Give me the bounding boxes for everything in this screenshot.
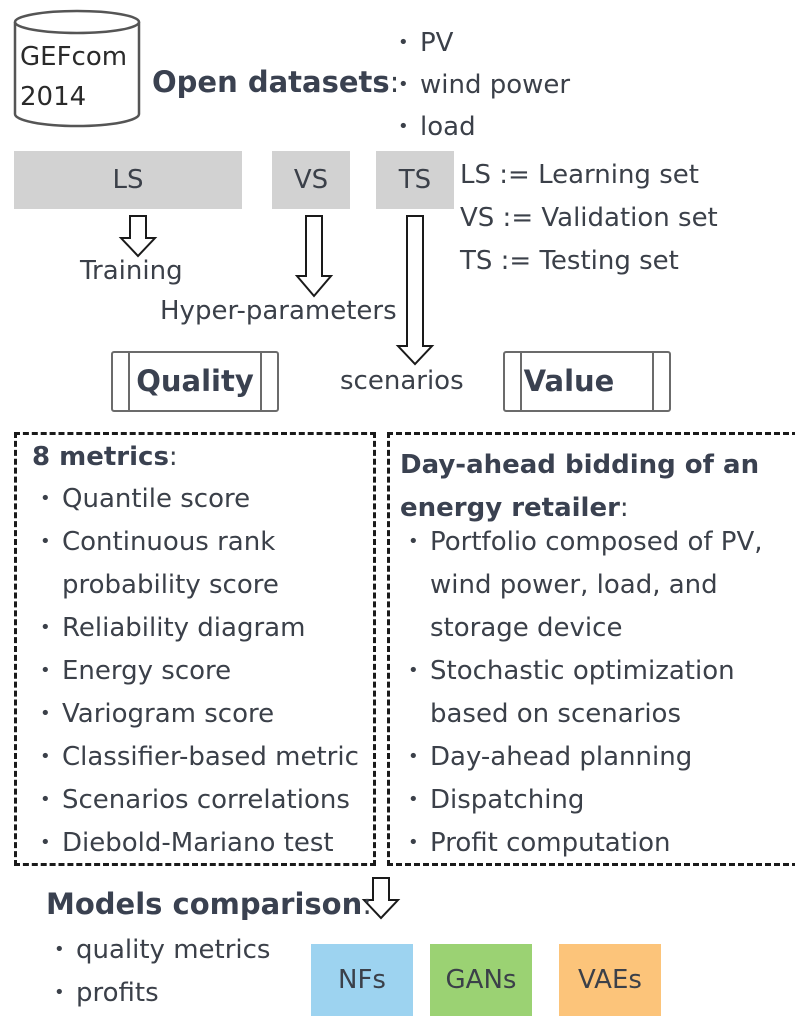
list-item: Profit computation [408,822,763,865]
list-item: Stochastic optimization [408,650,763,693]
cylinder-label-line2: 2014 [20,82,87,112]
list-item-continued: storage device [430,613,623,643]
legend-vs: VS := Validation set [460,203,718,233]
list-item: wind power [398,64,570,106]
scenarios-arrow-icon [395,215,435,366]
hyperparameters-label: Hyper-parameters [160,296,397,326]
list-item: Reliability diagram [40,607,359,650]
list-item: Portfolio composed of PV, [408,521,763,564]
list-item: Energy score [40,650,359,693]
hyperparameters-arrow-icon [294,215,334,298]
list-item: quality metrics [54,929,270,972]
scenarios-label: scenarios [340,366,464,396]
list-item: Continuous rank [40,521,359,564]
sets-legend: LS := Learning set VS := Validation set … [460,154,718,283]
list-item: Quantile score [40,478,359,521]
comparison-arrow-icon [361,877,401,920]
cylinder-label-line1: GEFcom [20,42,128,72]
list-item: Dispatching [408,779,763,822]
value-box: Value [503,351,671,412]
metrics-list: Quantile score Continuous rank probabili… [40,478,359,865]
list-item: Scenarios correlations [40,779,359,822]
list-item-continued: probability score [62,570,279,600]
training-label: Training [80,256,183,286]
list-item: Variogram score [40,693,359,736]
learning-set-box: LS [14,151,242,209]
model-vaes: VAEs [559,944,661,1016]
list-item: profits [54,972,270,1015]
model-gans: GANs [430,944,532,1016]
testing-set-box: TS [376,151,454,209]
list-item: load [398,106,570,148]
models-comparison-title: Models comparison: [46,887,373,921]
bidding-title: Day-ahead bidding of an energy retailer: [400,450,760,523]
list-item: PV [398,22,570,64]
database-cylinder-icon [13,9,141,128]
validation-set-box: VS [272,151,350,209]
legend-ts: TS := Testing set [460,246,679,276]
legend-ls: LS := Learning set [460,160,699,190]
list-item: Day-ahead planning [408,736,763,779]
list-item: Classifier-based metric [40,736,359,779]
quality-box: Quality [111,351,279,412]
metrics-title: 8 metrics: [32,442,178,472]
bidding-list: Portfolio composed of PV, wind power, lo… [408,521,763,865]
open-datasets-title: Open datasets: [152,65,400,99]
list-item-continued: wind power, load, and [430,570,718,600]
dataset-list: PV wind power load [398,22,570,148]
model-nfs: NFs [311,944,413,1016]
list-item: Diebold-Mariano test [40,822,359,865]
comparison-list: quality metrics profits [54,929,270,1015]
list-item-continued: based on scenarios [430,699,682,729]
training-arrow-icon [118,215,158,258]
